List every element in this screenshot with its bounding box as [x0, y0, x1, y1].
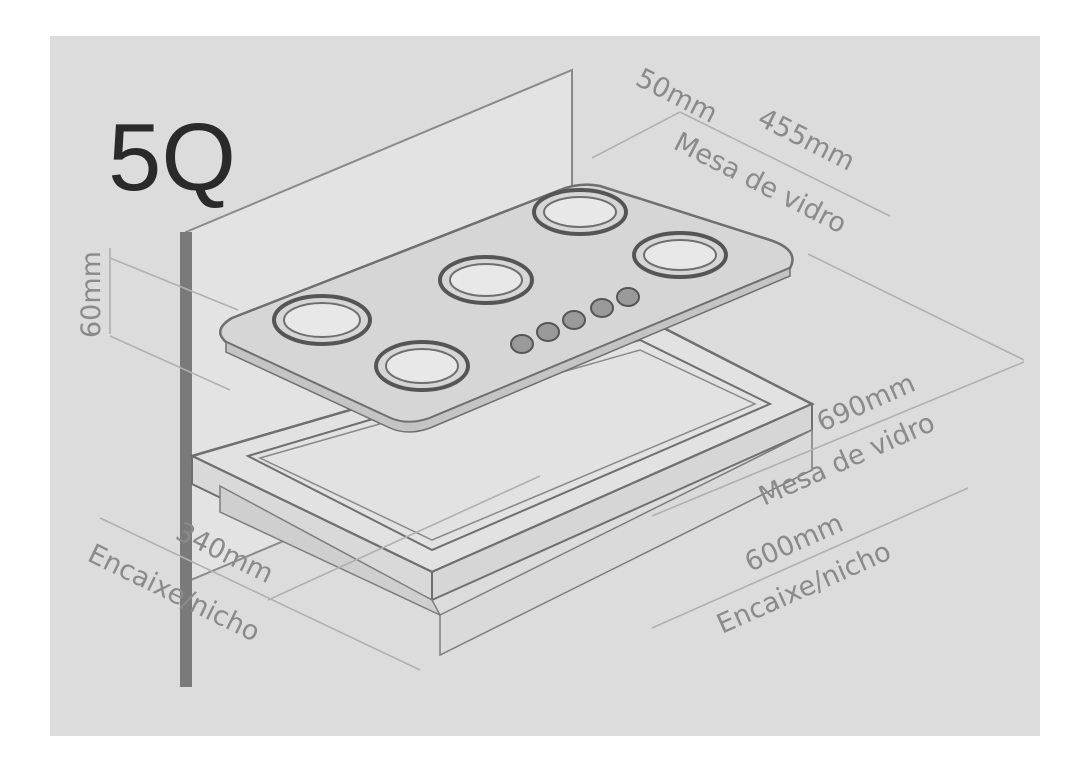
knob-2	[536, 322, 560, 342]
height-label: 60mm	[76, 251, 107, 338]
knob-1	[510, 334, 534, 354]
control-knobs	[510, 287, 640, 354]
glass-cooktop	[219, 183, 794, 433]
knob-5	[616, 287, 640, 307]
dimension-lines	[99, 111, 1025, 671]
burner-middle	[438, 255, 534, 305]
burner-back	[532, 188, 628, 236]
burner-right	[632, 231, 728, 279]
burner-front-center	[374, 340, 470, 392]
model-label: 5Q	[108, 104, 236, 211]
counter-niche	[188, 320, 815, 657]
knob-4	[590, 298, 614, 318]
burner-front-left	[272, 294, 372, 346]
knob-3	[562, 310, 586, 330]
